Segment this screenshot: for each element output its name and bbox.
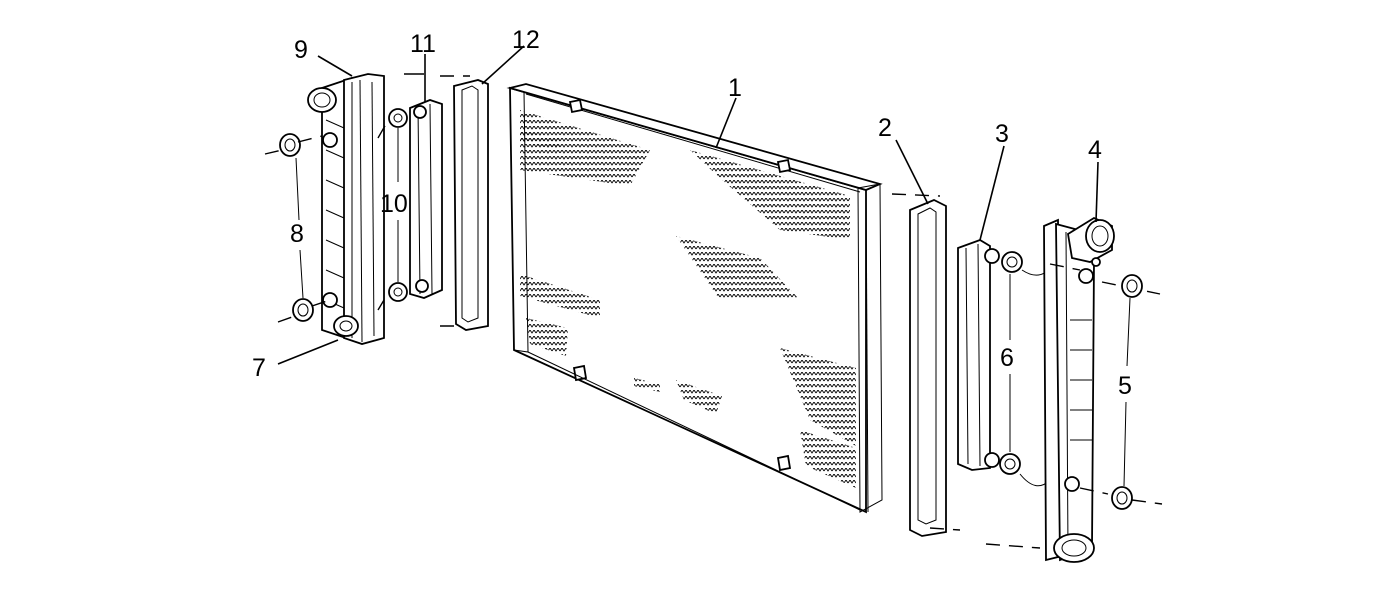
right-upper-nut — [1121, 274, 1143, 298]
callout-2: 2 — [878, 114, 892, 142]
callout-11: 11 — [410, 30, 436, 58]
callout-5: 5 — [1118, 372, 1132, 400]
right-lower-nut — [1111, 486, 1133, 510]
callout-10: 10 — [380, 190, 408, 218]
callout-6: 6 — [1000, 344, 1014, 372]
radiator-core — [506, 83, 883, 514]
right-radiator-tank — [1043, 216, 1115, 563]
callout-7: 7 — [252, 354, 266, 382]
callout-1: 1 — [728, 74, 742, 102]
callout-4: 4 — [1088, 136, 1102, 164]
callout-12: 12 — [512, 26, 540, 54]
leader-lines — [277, 45, 1099, 365]
right-oil-cooler — [957, 239, 1023, 475]
right-gasket — [909, 199, 947, 537]
callout-9: 9 — [294, 36, 308, 64]
left-radiator-tank — [307, 73, 385, 345]
callout-3: 3 — [995, 120, 1009, 148]
callout-8: 8 — [290, 220, 304, 248]
left-lower-nut — [292, 298, 314, 322]
left-oil-cooler — [388, 99, 443, 302]
left-upper-nut — [279, 133, 301, 157]
left-gasket — [453, 79, 489, 331]
